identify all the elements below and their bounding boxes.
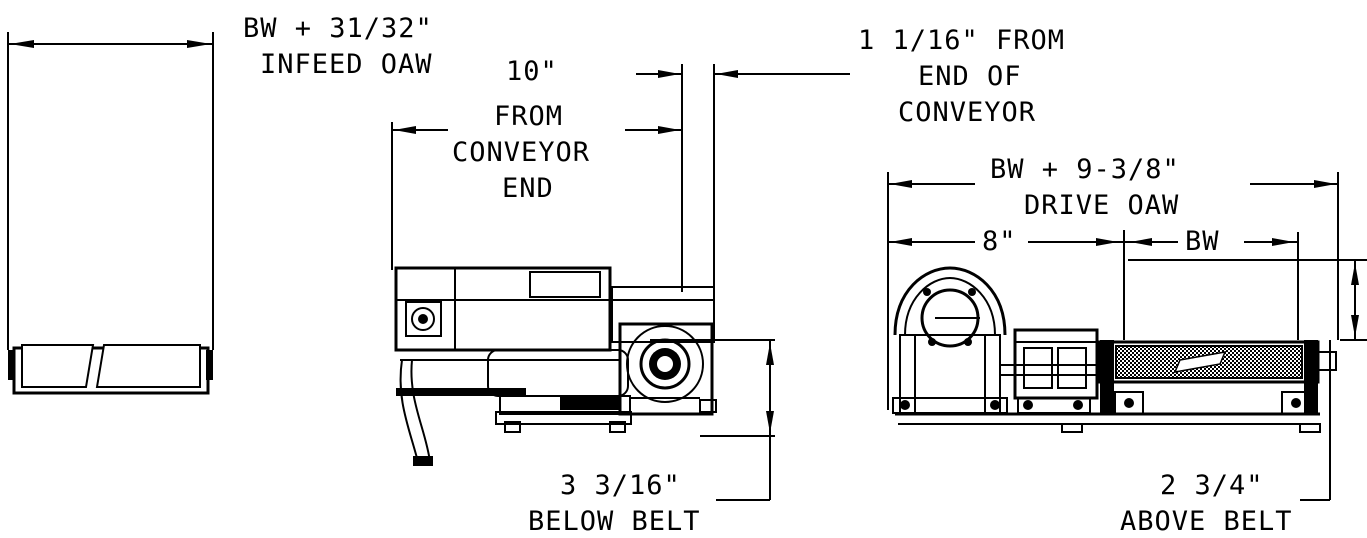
side-base: [396, 349, 717, 466]
offset-dim-line2: END OF: [918, 61, 1022, 92]
drive-pulley: [1098, 340, 1337, 415]
drive-motor: [892, 266, 1008, 414]
offset-dim-line1: 1 1/16" FROM: [858, 25, 1065, 56]
from-end-dim-line2: FROM: [494, 101, 563, 132]
infeed-width-label: BW + 31/32": [243, 13, 433, 44]
drive-name-label: DRIVE OAW: [1024, 190, 1179, 221]
infeed-name-label: INFEED OAW: [260, 49, 433, 80]
side-view: 10" FROM CONVEYOR END 1 1/16" FROM END O…: [391, 25, 1065, 537]
drive-width-label: BW + 9-3/8": [990, 154, 1180, 185]
above-belt-dim-value: 2 3/4": [1160, 470, 1264, 501]
side-gearbox: [618, 322, 775, 437]
from-end-dim-line4: END: [502, 173, 554, 204]
motor-width-label: 8": [982, 226, 1017, 257]
belt-width-label: BW: [1185, 226, 1220, 257]
from-end-dim-value: 10": [506, 56, 558, 87]
below-belt-dim-label: BELOW BELT: [528, 506, 701, 537]
from-end-dim-line3: CONVEYOR: [452, 137, 590, 168]
below-belt-dim-value: 3 3/16": [560, 470, 681, 501]
side-motor: [394, 266, 715, 352]
drive-reducer: [1000, 328, 1102, 414]
drive-view: BW + 9-3/8" DRIVE OAW 8" BW: [887, 154, 1367, 537]
infeed-view: BW + 31/32" INFEED OAW: [7, 13, 433, 395]
infeed-roller: [8, 344, 213, 395]
offset-dim-line3: CONVEYOR: [898, 97, 1036, 128]
above-belt-dim-label: ABOVE BELT: [1120, 506, 1293, 537]
